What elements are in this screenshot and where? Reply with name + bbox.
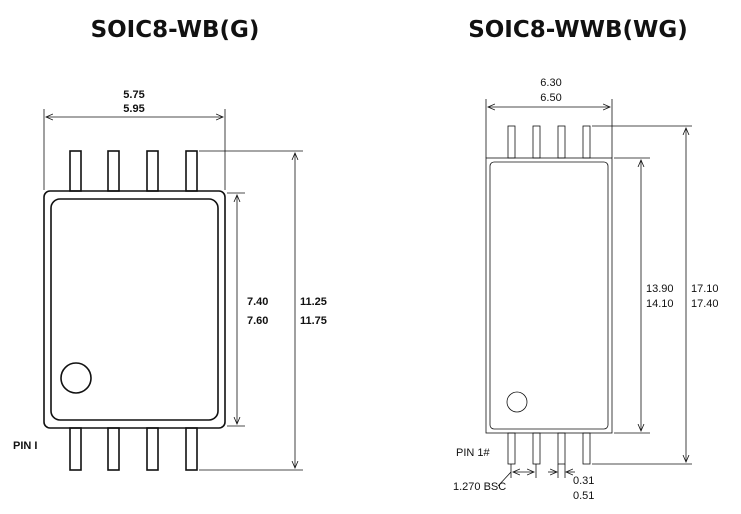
body-height-dimension-left: 7.40 7.60 xyxy=(227,192,268,427)
pin1-label-left: PIN I xyxy=(13,440,37,452)
width-max-right: 6.50 xyxy=(540,92,561,104)
width-max-left: 5.95 xyxy=(123,103,144,115)
soic8-wwb-package: SOIC8-WWB(WG) 6.30 6.50 xyxy=(453,17,719,502)
pin1-marker-right xyxy=(506,391,528,413)
pin1-marker-left xyxy=(60,362,92,394)
overall-height-dimension-right: 17.10 17.40 xyxy=(592,125,719,465)
overall-height-min-right: 17.10 xyxy=(691,283,719,295)
package-title-right: SOIC8-WWB(WG) xyxy=(468,17,688,43)
lead-width-max-right: 0.51 xyxy=(573,490,594,502)
width-min-right: 6.30 xyxy=(540,77,561,89)
body-height-min-right: 13.90 xyxy=(646,283,674,295)
width-min-left: 5.75 xyxy=(123,89,144,101)
pitch-dimension-right: 1.270 BSC xyxy=(453,464,537,493)
overall-height-dimension-left: 11.25 11.75 xyxy=(199,150,327,471)
soic8-wb-package: SOIC8-WB(G) 5.75 5.95 xyxy=(13,17,327,471)
package-body-inner-right xyxy=(489,161,609,430)
top-leads-left xyxy=(69,150,198,192)
lead-width-min-right: 0.31 xyxy=(573,475,594,487)
overall-height-max-right: 17.40 xyxy=(691,298,719,310)
body-height-dimension-right: 13.90 14.10 xyxy=(614,157,674,434)
pin1-label-right: PIN 1# xyxy=(456,447,491,459)
pitch-label-right: 1.270 BSC xyxy=(453,481,506,493)
width-dimension-right: 6.30 6.50 xyxy=(485,77,613,158)
body-height-min-left: 7.40 xyxy=(247,296,268,308)
package-body-left xyxy=(43,190,226,429)
overall-height-max-left: 11.75 xyxy=(300,315,327,327)
overall-height-min-left: 11.25 xyxy=(300,296,327,308)
package-body-inner-left xyxy=(50,198,219,421)
bottom-leads-right xyxy=(507,432,591,465)
width-dimension-left: 5.75 5.95 xyxy=(43,89,226,190)
bottom-leads-left xyxy=(69,427,198,471)
package-body-right xyxy=(485,157,613,434)
package-title-left: SOIC8-WB(G) xyxy=(91,17,260,43)
body-height-max-right: 14.10 xyxy=(646,298,674,310)
body-height-max-left: 7.60 xyxy=(247,315,268,327)
top-leads-right xyxy=(507,125,591,159)
lead-width-dimension-right: 0.31 0.51 xyxy=(548,464,594,502)
